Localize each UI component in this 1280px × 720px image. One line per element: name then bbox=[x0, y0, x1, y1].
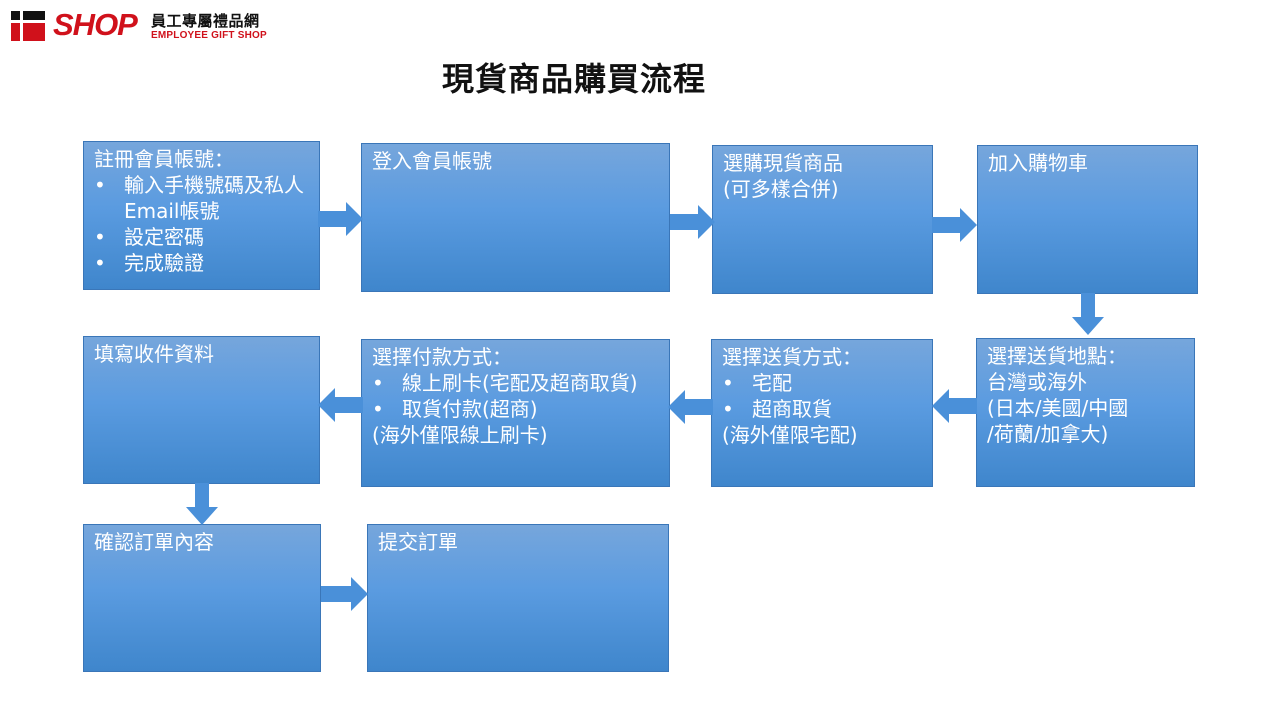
step-submit: 提交訂單 bbox=[367, 524, 669, 672]
step-cart: 加入購物車 bbox=[977, 145, 1198, 294]
step-shipping-bullet-1: 宅配 bbox=[722, 370, 922, 396]
logo-shop-text: SHOP bbox=[53, 7, 138, 42]
step-submit-title: 提交訂單 bbox=[378, 530, 458, 554]
step-location-title: 選擇送貨地點： bbox=[987, 344, 1127, 368]
step-recipient: 填寫收件資料 bbox=[83, 336, 320, 484]
step-register-bullet-2: 設定密碼 bbox=[94, 224, 309, 250]
step-select: 選購現貨商品 (可多樣合併) bbox=[712, 145, 933, 294]
arrow-recipient-to-confirm bbox=[186, 483, 218, 525]
step-location-line-2: (日本/美國/中國 bbox=[987, 396, 1129, 420]
step-login-title: 登入會員帳號 bbox=[372, 149, 492, 173]
arrow-confirm-to-submit bbox=[321, 577, 368, 611]
step-register-list: 輸入手機號碼及私人Email帳號 設定密碼 完成驗證 bbox=[94, 172, 309, 276]
step-payment: 選擇付款方式： 線上刷卡(宅配及超商取貨) 取貨付款(超商) (海外僅限線上刷卡… bbox=[361, 339, 670, 487]
arrow-payment-to-recipient bbox=[318, 388, 363, 422]
step-confirm-title: 確認訂單內容 bbox=[94, 530, 214, 554]
step-location: 選擇送貨地點： 台灣或海外 (日本/美國/中國 /荷蘭/加拿大) bbox=[976, 338, 1195, 487]
page-title: 現貨商品購買流程 bbox=[441, 60, 706, 98]
arrow-shipping-to-payment bbox=[668, 390, 713, 424]
step-payment-bullet-1: 線上刷卡(宅配及超商取貨) bbox=[372, 370, 659, 396]
step-register-bullet-3: 完成驗證 bbox=[94, 250, 309, 276]
step-select-note: (可多樣合併) bbox=[723, 177, 839, 201]
step-shipping-list: 宅配 超商取貨 bbox=[722, 370, 922, 422]
logo-english-text: EMPLOYEE GIFT SHOP bbox=[151, 30, 267, 41]
step-shipping-title: 選擇送貨方式： bbox=[722, 345, 862, 369]
step-register-bullet-1: 輸入手機號碼及私人Email帳號 bbox=[94, 172, 309, 224]
step-confirm: 確認訂單內容 bbox=[83, 524, 321, 672]
step-location-line-1: 台灣或海外 bbox=[987, 370, 1087, 394]
step-payment-bullet-2: 取貨付款(超商) bbox=[372, 396, 659, 422]
step-select-title: 選購現貨商品 bbox=[723, 151, 843, 175]
step-payment-title: 選擇付款方式： bbox=[372, 345, 512, 369]
arrow-select-to-cart bbox=[932, 208, 977, 242]
step-register: 註冊會員帳號： 輸入手機號碼及私人Email帳號 設定密碼 完成驗證 bbox=[83, 141, 320, 290]
logo-mark-icon bbox=[11, 11, 45, 41]
step-location-line-3: /荷蘭/加拿大) bbox=[987, 422, 1109, 446]
brand-logo: SHOP 員工專屬禮品網 EMPLOYEE GIFT SHOP bbox=[9, 7, 269, 45]
arrow-login-to-select bbox=[670, 205, 715, 239]
step-payment-list: 線上刷卡(宅配及超商取貨) 取貨付款(超商) bbox=[372, 370, 659, 422]
step-register-title: 註冊會員帳號： bbox=[94, 147, 234, 171]
step-shipping-note: (海外僅限宅配) bbox=[722, 423, 858, 447]
arrow-location-to-shipping bbox=[932, 389, 977, 423]
step-cart-title: 加入購物車 bbox=[988, 151, 1088, 175]
step-shipping-bullet-2: 超商取貨 bbox=[722, 396, 922, 422]
arrow-register-to-login bbox=[318, 202, 363, 236]
arrow-cart-to-location bbox=[1072, 293, 1104, 335]
step-recipient-title: 填寫收件資料 bbox=[94, 342, 214, 366]
logo-chinese-text: 員工專屬禮品網 bbox=[151, 12, 260, 30]
step-payment-note: (海外僅限線上刷卡) bbox=[372, 423, 548, 447]
step-login: 登入會員帳號 bbox=[361, 143, 670, 292]
step-shipping: 選擇送貨方式： 宅配 超商取貨 (海外僅限宅配) bbox=[711, 339, 933, 487]
